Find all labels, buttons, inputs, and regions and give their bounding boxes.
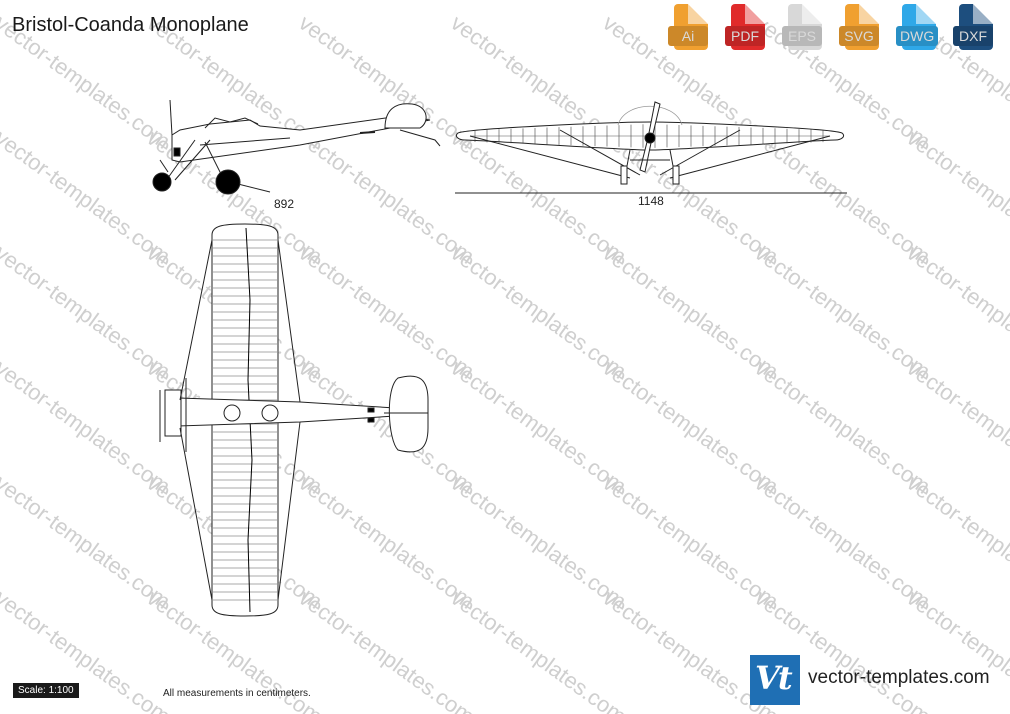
front-view <box>455 101 847 194</box>
format-label: DWG <box>896 26 939 46</box>
front-span-dimension: 1148 <box>638 194 664 208</box>
measurement-note: All measurements in centimeters. <box>163 688 311 699</box>
brand-footer[interactable]: Vt vector-templates.com <box>750 655 1008 705</box>
page-title: Bristol-Coanda Monoplane <box>12 14 249 36</box>
format-icons: Ai PDF EPS SVG DWG DXF <box>668 4 1006 56</box>
format-label: Ai <box>668 26 708 46</box>
svg-file-icon[interactable]: SVG <box>839 4 883 52</box>
pdf-file-icon[interactable]: PDF <box>725 4 769 52</box>
scale-label: Scale: 1:100 <box>13 683 79 698</box>
ai-file-icon[interactable]: Ai <box>668 4 712 52</box>
format-label: EPS <box>782 26 822 46</box>
brand-logo-icon: Vt <box>750 655 800 705</box>
brand-site-link[interactable]: vector-templates.com <box>808 667 990 688</box>
format-label: SVG <box>839 26 879 46</box>
eps-file-icon[interactable]: EPS <box>782 4 826 52</box>
top-view <box>159 223 429 617</box>
dxf-file-icon[interactable]: DXF <box>953 4 997 52</box>
dwg-file-icon[interactable]: DWG <box>896 4 940 52</box>
side-length-dimension: 892 <box>274 197 295 211</box>
format-label: PDF <box>725 26 765 46</box>
format-label: DXF <box>953 26 993 46</box>
side-view <box>152 99 441 195</box>
